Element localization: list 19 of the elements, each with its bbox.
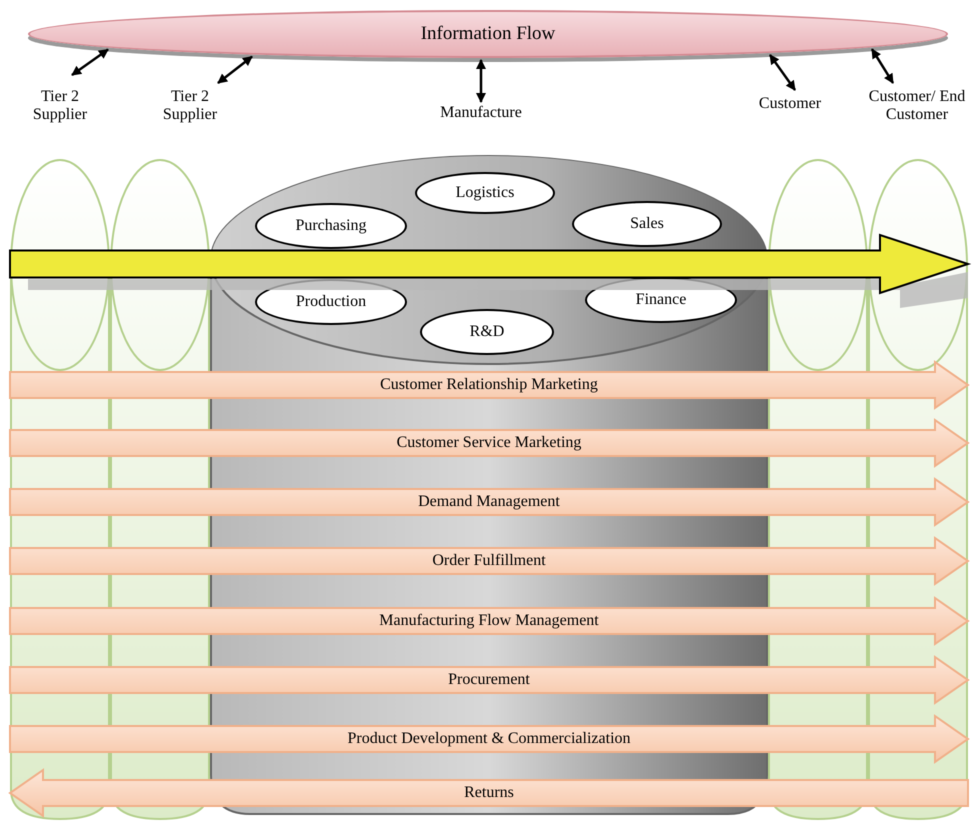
double-arrow xyxy=(870,48,894,84)
double-arrow xyxy=(768,54,796,91)
process-label: Demand Management xyxy=(417,493,561,511)
double-arrow xyxy=(217,56,253,84)
stakeholder-label: Tier 2 Supplier xyxy=(20,88,100,124)
flow-arrow xyxy=(9,234,972,294)
process-label: Product Development & Commercialization xyxy=(346,730,632,748)
double-arrow xyxy=(71,48,109,76)
stakeholder-label: Customer xyxy=(745,95,835,113)
process-label: Order Fulfillment xyxy=(431,552,547,570)
process-label: Returns xyxy=(463,784,515,802)
stakeholder-label: Manufacture xyxy=(425,104,537,122)
process-label: Procurement xyxy=(447,671,531,689)
stakeholder-label: Customer/ End Customer xyxy=(862,88,972,124)
stakeholder-label: Tier 2 Supplier xyxy=(150,88,230,124)
process-label: Customer Service Marketing xyxy=(396,434,582,452)
double-arrow xyxy=(476,59,486,103)
process-label: Customer Relationship Marketing xyxy=(379,376,599,394)
process-label: Manufacturing Flow Management xyxy=(378,612,600,630)
